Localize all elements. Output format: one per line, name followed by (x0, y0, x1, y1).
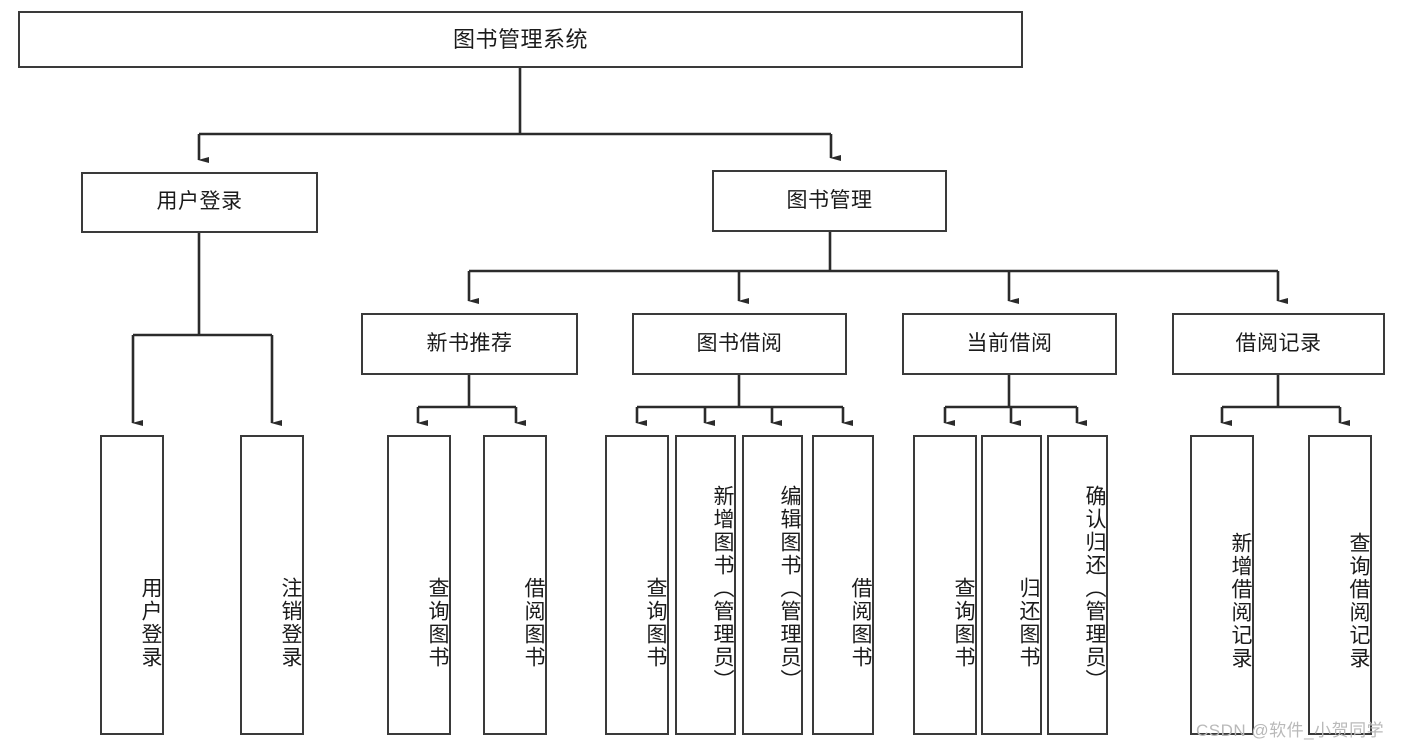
node-borrow-record[interactable]: 借阅记录 (1172, 313, 1385, 375)
node-leaf-borrow-book-1[interactable]: 借阅图书 (483, 435, 547, 735)
node-leaf-confirm-return[interactable]: 确认归还（管理员） (1047, 435, 1108, 735)
node-user-login[interactable]: 用户登录 (81, 172, 318, 233)
node-leaf-query-book-2[interactable]: 查询图书 (605, 435, 669, 735)
node-leaf-add-book[interactable]: 新增图书（管理员） (675, 435, 736, 735)
node-leaf-return-book[interactable]: 归还图书 (981, 435, 1042, 735)
node-leaf-query-record[interactable]: 查询借阅记录 (1308, 435, 1372, 735)
node-root[interactable]: 图书管理系统 (18, 11, 1023, 68)
node-book-manage[interactable]: 图书管理 (712, 170, 947, 232)
node-leaf-logout[interactable]: 注销登录 (240, 435, 304, 735)
node-book-borrow[interactable]: 图书借阅 (632, 313, 847, 375)
node-leaf-add-record[interactable]: 新增借阅记录 (1190, 435, 1254, 735)
node-current-borrow[interactable]: 当前借阅 (902, 313, 1117, 375)
node-leaf-borrow-book-2[interactable]: 借阅图书 (812, 435, 874, 735)
node-leaf-query-book-3[interactable]: 查询图书 (913, 435, 977, 735)
node-leaf-user-login[interactable]: 用户登录 (100, 435, 164, 735)
node-new-book-rec[interactable]: 新书推荐 (361, 313, 578, 375)
csdn-watermark: CSDN @软件_小贺同学 (1196, 721, 1385, 740)
node-leaf-edit-book[interactable]: 编辑图书（管理员） (742, 435, 803, 735)
node-leaf-query-book-1[interactable]: 查询图书 (387, 435, 451, 735)
